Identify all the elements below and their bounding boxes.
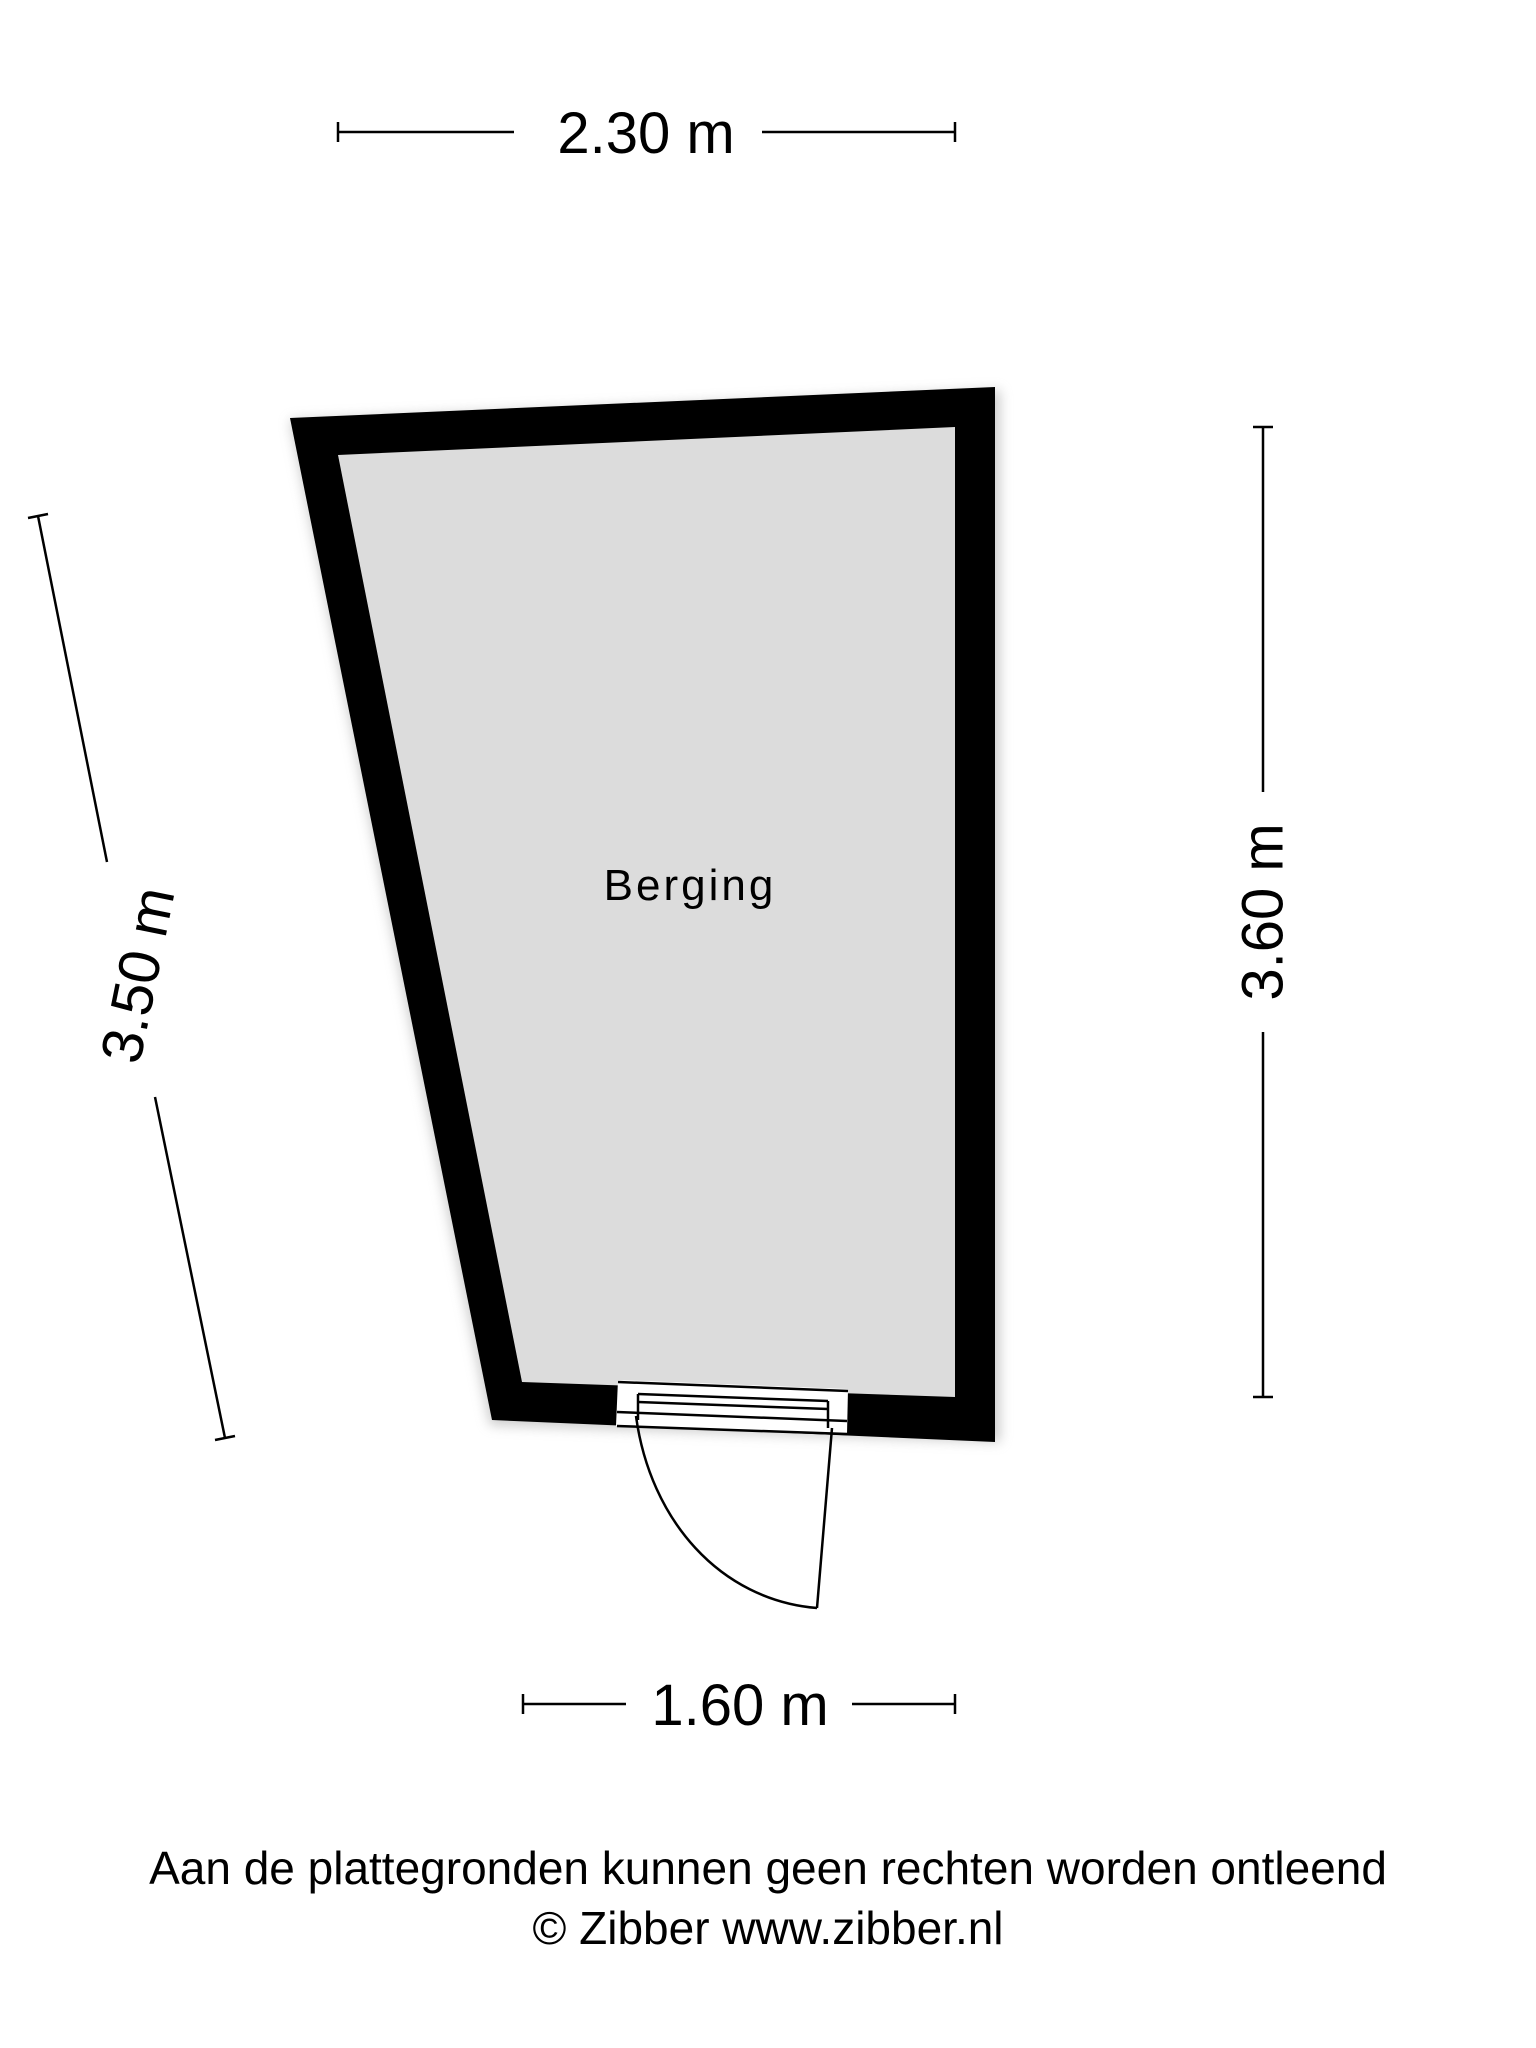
dimension-right: 3.60 m — [1231, 425, 1296, 1399]
dimension-top: 2.30 m — [336, 101, 957, 166]
door-threshold — [616, 1380, 849, 1436]
dimension-left: 3.50 m — [27, 512, 236, 1442]
door-opening — [616, 1380, 848, 1434]
copyright-text: © Zibber www.zibber.nl — [532, 1902, 1004, 1954]
dimension-bottom-label: 1.60 m — [651, 1673, 828, 1738]
disclaimer-text: Aan de plattegronden kunnen geen rechten… — [149, 1842, 1387, 1894]
room-floor — [338, 427, 955, 1397]
footer: Aan de plattegronden kunnen geen rechten… — [0, 1838, 1536, 1958]
room-label: Berging — [604, 861, 777, 910]
dimension-top-label: 2.30 m — [557, 101, 734, 166]
dimension-right-label: 3.60 m — [1231, 823, 1296, 1000]
dimension-bottom: 1.60 m — [521, 1673, 957, 1738]
dimension-left-label: 3.50 m — [88, 882, 187, 1069]
door-leaf — [815, 1427, 834, 1609]
door-swing-arc — [634, 1415, 818, 1610]
